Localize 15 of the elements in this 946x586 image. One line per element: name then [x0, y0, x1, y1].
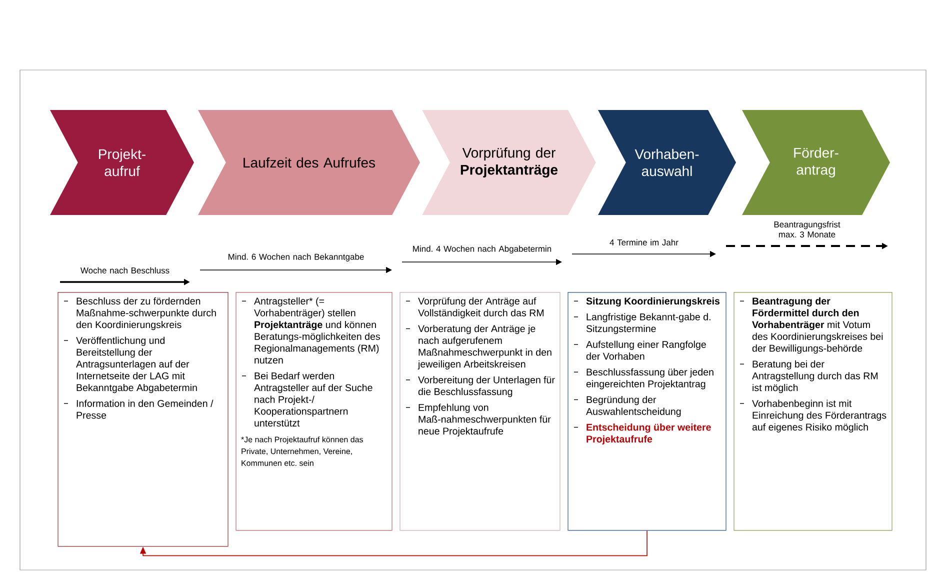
process-step: Projekt-aufruf — [50, 110, 194, 215]
text-box: Beschluss der zu fördernden Maßnahme-schwerpunkte durch den Koordinierungskreis Veröffentlichung und Bereitstellung der Antragsunterlagen auf der Internetseite der LAG mit Bekanntgabe Abgabetermin Information in den Gemeinden / Presse — [58, 292, 228, 547]
timeline-label: Mind. 4 Wochen nach Abgabetermin — [413, 246, 552, 254]
text-box: Vorprüfung der Anträge auf Vollständigkeit durch das RM Vorberatung der Anträge je nach aufgerufenem Maßnahmeschwerpunkt in den jeweiligen Arbeitskreisen Vorbereitung der Unterlagen für die Beschlussfassung Empfehlung von Maß-nahmeschwerpunkten für neue Projektaufrufe — [400, 292, 560, 531]
text-box: Beantragung der Fördermittel durch den Vorhabenträger mit Votum des Koordinierungskreises bei der Bewilligungs-behörde Beratung bei der Antragstellung durch das RM ist möglich Vorhabenbeginn ist mit Einreichung des Förderantrags auf eigenes Risiko möglich — [734, 292, 892, 531]
process-step: Förder-antrag — [742, 110, 890, 215]
timeline-label: Woche nach Beschluss — [80, 267, 170, 274]
process-step: Laufzeit des Aufrufes — [198, 110, 420, 215]
timeline-label: 4 Termine im Jahr — [610, 239, 678, 246]
timeline-label: Mind. 6 Wochen nach Bekanntgabe — [228, 254, 364, 262]
process-step: Vorhaben-auswahl — [598, 110, 736, 215]
feedback-arrow — [140, 530, 648, 556]
text-box: Antragsteller* (= Vorhabenträger) stellen Projektanträge und können Beratungs-möglichkeiten des Regionalmanagements (RM) nutzen Bei Bedarf werden Antragsteller auf der Suche nach Projekt-/ Kooperationspartnern unterstützt *Je nach Projektaufruf können das Private, Unternehmen, Vereine, Kommunen etc. sein — [236, 292, 392, 531]
text-box: Sitzung Koordinierungskreis Langfristige Bekannt-gabe d. Sitzungstermine Aufstellung einer Rangfolge der Vorhaben Beschlussfassung über jeden eingereichten Projektantrag Begründung der Auswahlentscheidung Entscheidung über weitere Projektaufrufe — [568, 292, 726, 531]
process-step: Vorprüfung der Projektanträge — [422, 110, 596, 215]
